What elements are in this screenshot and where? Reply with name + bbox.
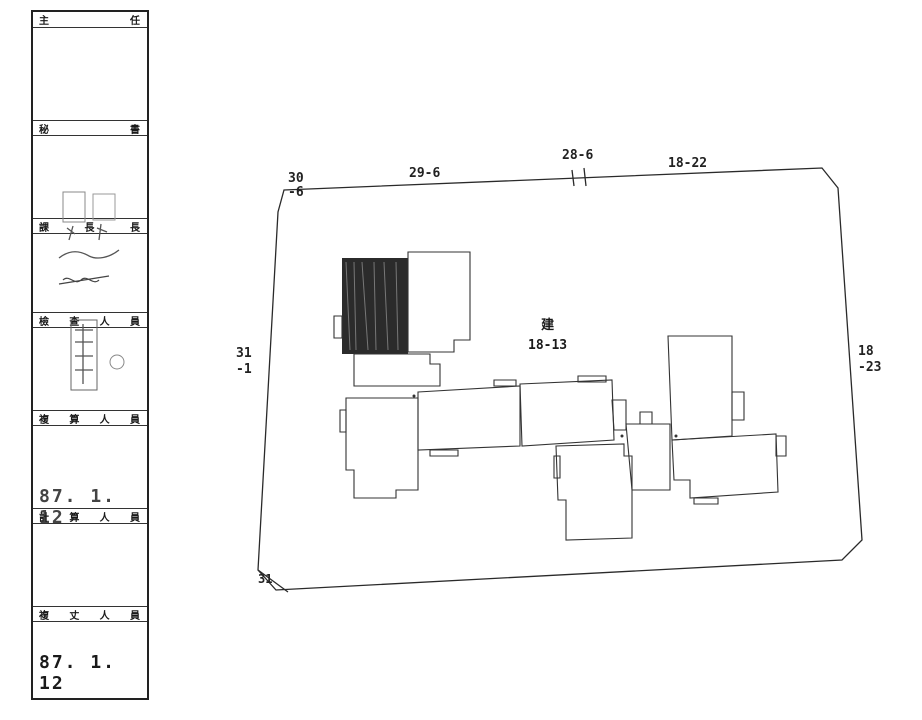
row-label: 複 [39,610,50,622]
lot-number: 18-23 [858,344,881,376]
building-label: 建 18-13 [528,316,567,356]
row-label: 任 [130,16,141,27]
row-label: 書 [130,124,141,136]
shaded-block [342,258,408,354]
row-label: 算 [69,414,81,426]
lot-number-line: 31 [236,346,252,361]
lot-label-left: 31-1 [236,346,252,378]
row-label: 主 [39,16,50,27]
lot-number-line: -6 [288,185,304,200]
row-label: 長 [84,222,96,234]
row-label: 人 [99,512,111,524]
lot-number-line: 30 [288,171,304,186]
row-label: 檢 [39,316,50,328]
row-label: 員 [129,316,141,328]
row-resurveyor: 複 丈 人 員 [33,606,147,622]
row-label: 丈 [69,610,81,622]
row-label: 人 [99,414,111,426]
row-recalculator: 複 算 人 員 [33,410,147,426]
survey-point [620,434,624,438]
row-label: 長 [130,222,141,234]
survey-point [674,434,678,438]
lot-label-top-1: 29-6 [409,166,441,181]
row-label: 員 [129,414,141,426]
lot-label-right: 18-23 [858,344,881,376]
parcel-boundary [257,167,863,591]
row-label: 算 [69,512,81,524]
lot-number-line: 18 [858,344,874,359]
date-bottom: 87. 1. 12 [39,652,117,694]
lot-number-line: -1 [236,362,252,377]
row-calculator: 計 算 人 員 [33,508,147,524]
lot-number: 30-6 [288,172,304,200]
row-label: 人 [99,610,111,622]
date-top: 87. 1. 12 [39,486,117,528]
row-label: 人 [99,316,111,328]
lot-label-top-left: 30-6 [288,172,304,200]
row-label: 計 [39,512,50,524]
seal-stamp-inspector [70,319,125,391]
row-label: 課 [39,222,50,234]
row-inspector: 檢 查 人 員 [33,312,147,328]
approval-column: 主 任 秘 書 課 長 長 檢 查 人 員 複 算 人 員 87. 1. 12 … [31,10,149,700]
survey-point [412,394,416,398]
lot-number: 31-1 [236,346,252,378]
lot-label-top-3: 18-22 [668,156,708,171]
row-secretary: 秘 書 [33,120,147,136]
building-lot-number: 18-13 [528,338,568,353]
lot-number-line: -23 [858,360,882,375]
row-label: 員 [129,610,141,622]
row-label: 查 [69,316,81,328]
row-director: 主 任 [33,12,147,28]
seal-stamp-section-chief [58,191,120,285]
lot-label-bottom-left: 31 [258,572,273,586]
row-label: 複 [39,414,50,426]
row-label: 秘 [39,124,50,136]
building-footprint [333,251,787,541]
building-mark: 建 [541,318,555,333]
lot-label-top-2: 28-6 [562,148,594,163]
row-section-chief: 課 長 長 [33,218,147,234]
row-label: 員 [129,512,141,524]
